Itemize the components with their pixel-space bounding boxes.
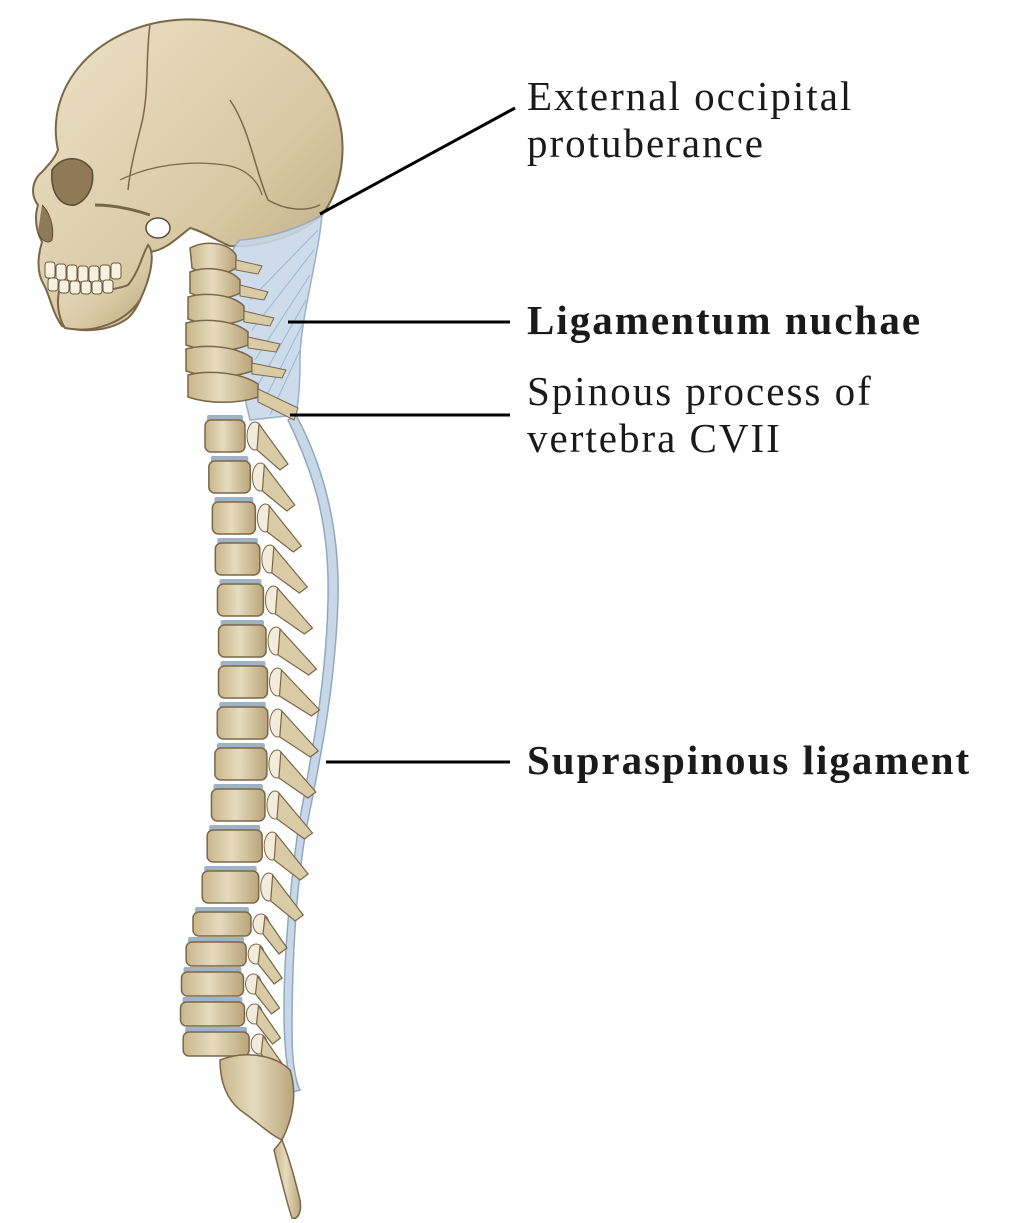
label-external-occipital-protuberance: External occipital protuberance: [527, 73, 853, 167]
lumbar-vertebra-1: [193, 912, 251, 936]
lumbar-vertebra-5: [183, 1032, 249, 1056]
thoracic-spinous-process-7: [279, 670, 319, 716]
thoracic-vertebra-1: [205, 420, 245, 452]
thoracic-vertebra-9: [215, 748, 267, 780]
thoracic-vertebra-7: [218, 666, 267, 698]
thoracic-vertebra-10: [211, 789, 265, 821]
thoracic-vertebra-2: [209, 461, 251, 493]
label-ligamentum-nuchae: Ligamentum nuchae: [527, 297, 922, 344]
leader-external-occipital-protuberance: [320, 108, 515, 214]
external-acoustic-meatus: [146, 218, 170, 238]
lumbar-vertebra-3: [181, 972, 243, 996]
thoracic-vertebra-12: [202, 871, 259, 903]
label-ligamentum-nuchae-text: Ligamentum nuchae: [527, 297, 922, 344]
thoracic-spinous-process-4: [272, 547, 308, 593]
label-external-occipital-protuberance-line2: protuberance: [527, 120, 853, 167]
thoracic-spinous-process-3: [267, 506, 301, 552]
teeth: [45, 262, 121, 294]
lumbar-vertebra-2: [186, 942, 246, 966]
lumbar-vertebrae: [180, 907, 287, 1074]
thoracic-vertebra-11: [207, 830, 262, 862]
thoracic-spinous-process-5: [275, 588, 312, 634]
label-spinous-process-cvii-line1: Spinous process of: [527, 368, 873, 415]
sacrum: [220, 1055, 294, 1140]
thoracic-spinous-process-8: [280, 711, 319, 757]
coccyx: [274, 1140, 301, 1218]
label-spinous-process-cvii-line2: vertebra CVII: [527, 415, 873, 462]
thoracic-vertebra-8: [217, 707, 268, 739]
label-supraspinous-ligament-text: Supraspinous ligament: [527, 737, 971, 784]
thoracic-spinous-process-6: [278, 629, 317, 675]
lumbar-vertebra-4: [180, 1002, 244, 1026]
thoracic-vertebra-5: [217, 584, 263, 616]
label-supraspinous-ligament: Supraspinous ligament: [527, 737, 971, 784]
thoracic-vertebra-6: [219, 625, 266, 657]
label-external-occipital-protuberance-line1: External occipital: [527, 73, 853, 120]
label-spinous-process-cvii: Spinous process of vertebra CVII: [527, 368, 873, 462]
thoracic-vertebra-4: [215, 543, 259, 575]
thoracic-vertebra-3: [212, 502, 255, 534]
lumbar-spinous-process-1: [263, 916, 287, 954]
